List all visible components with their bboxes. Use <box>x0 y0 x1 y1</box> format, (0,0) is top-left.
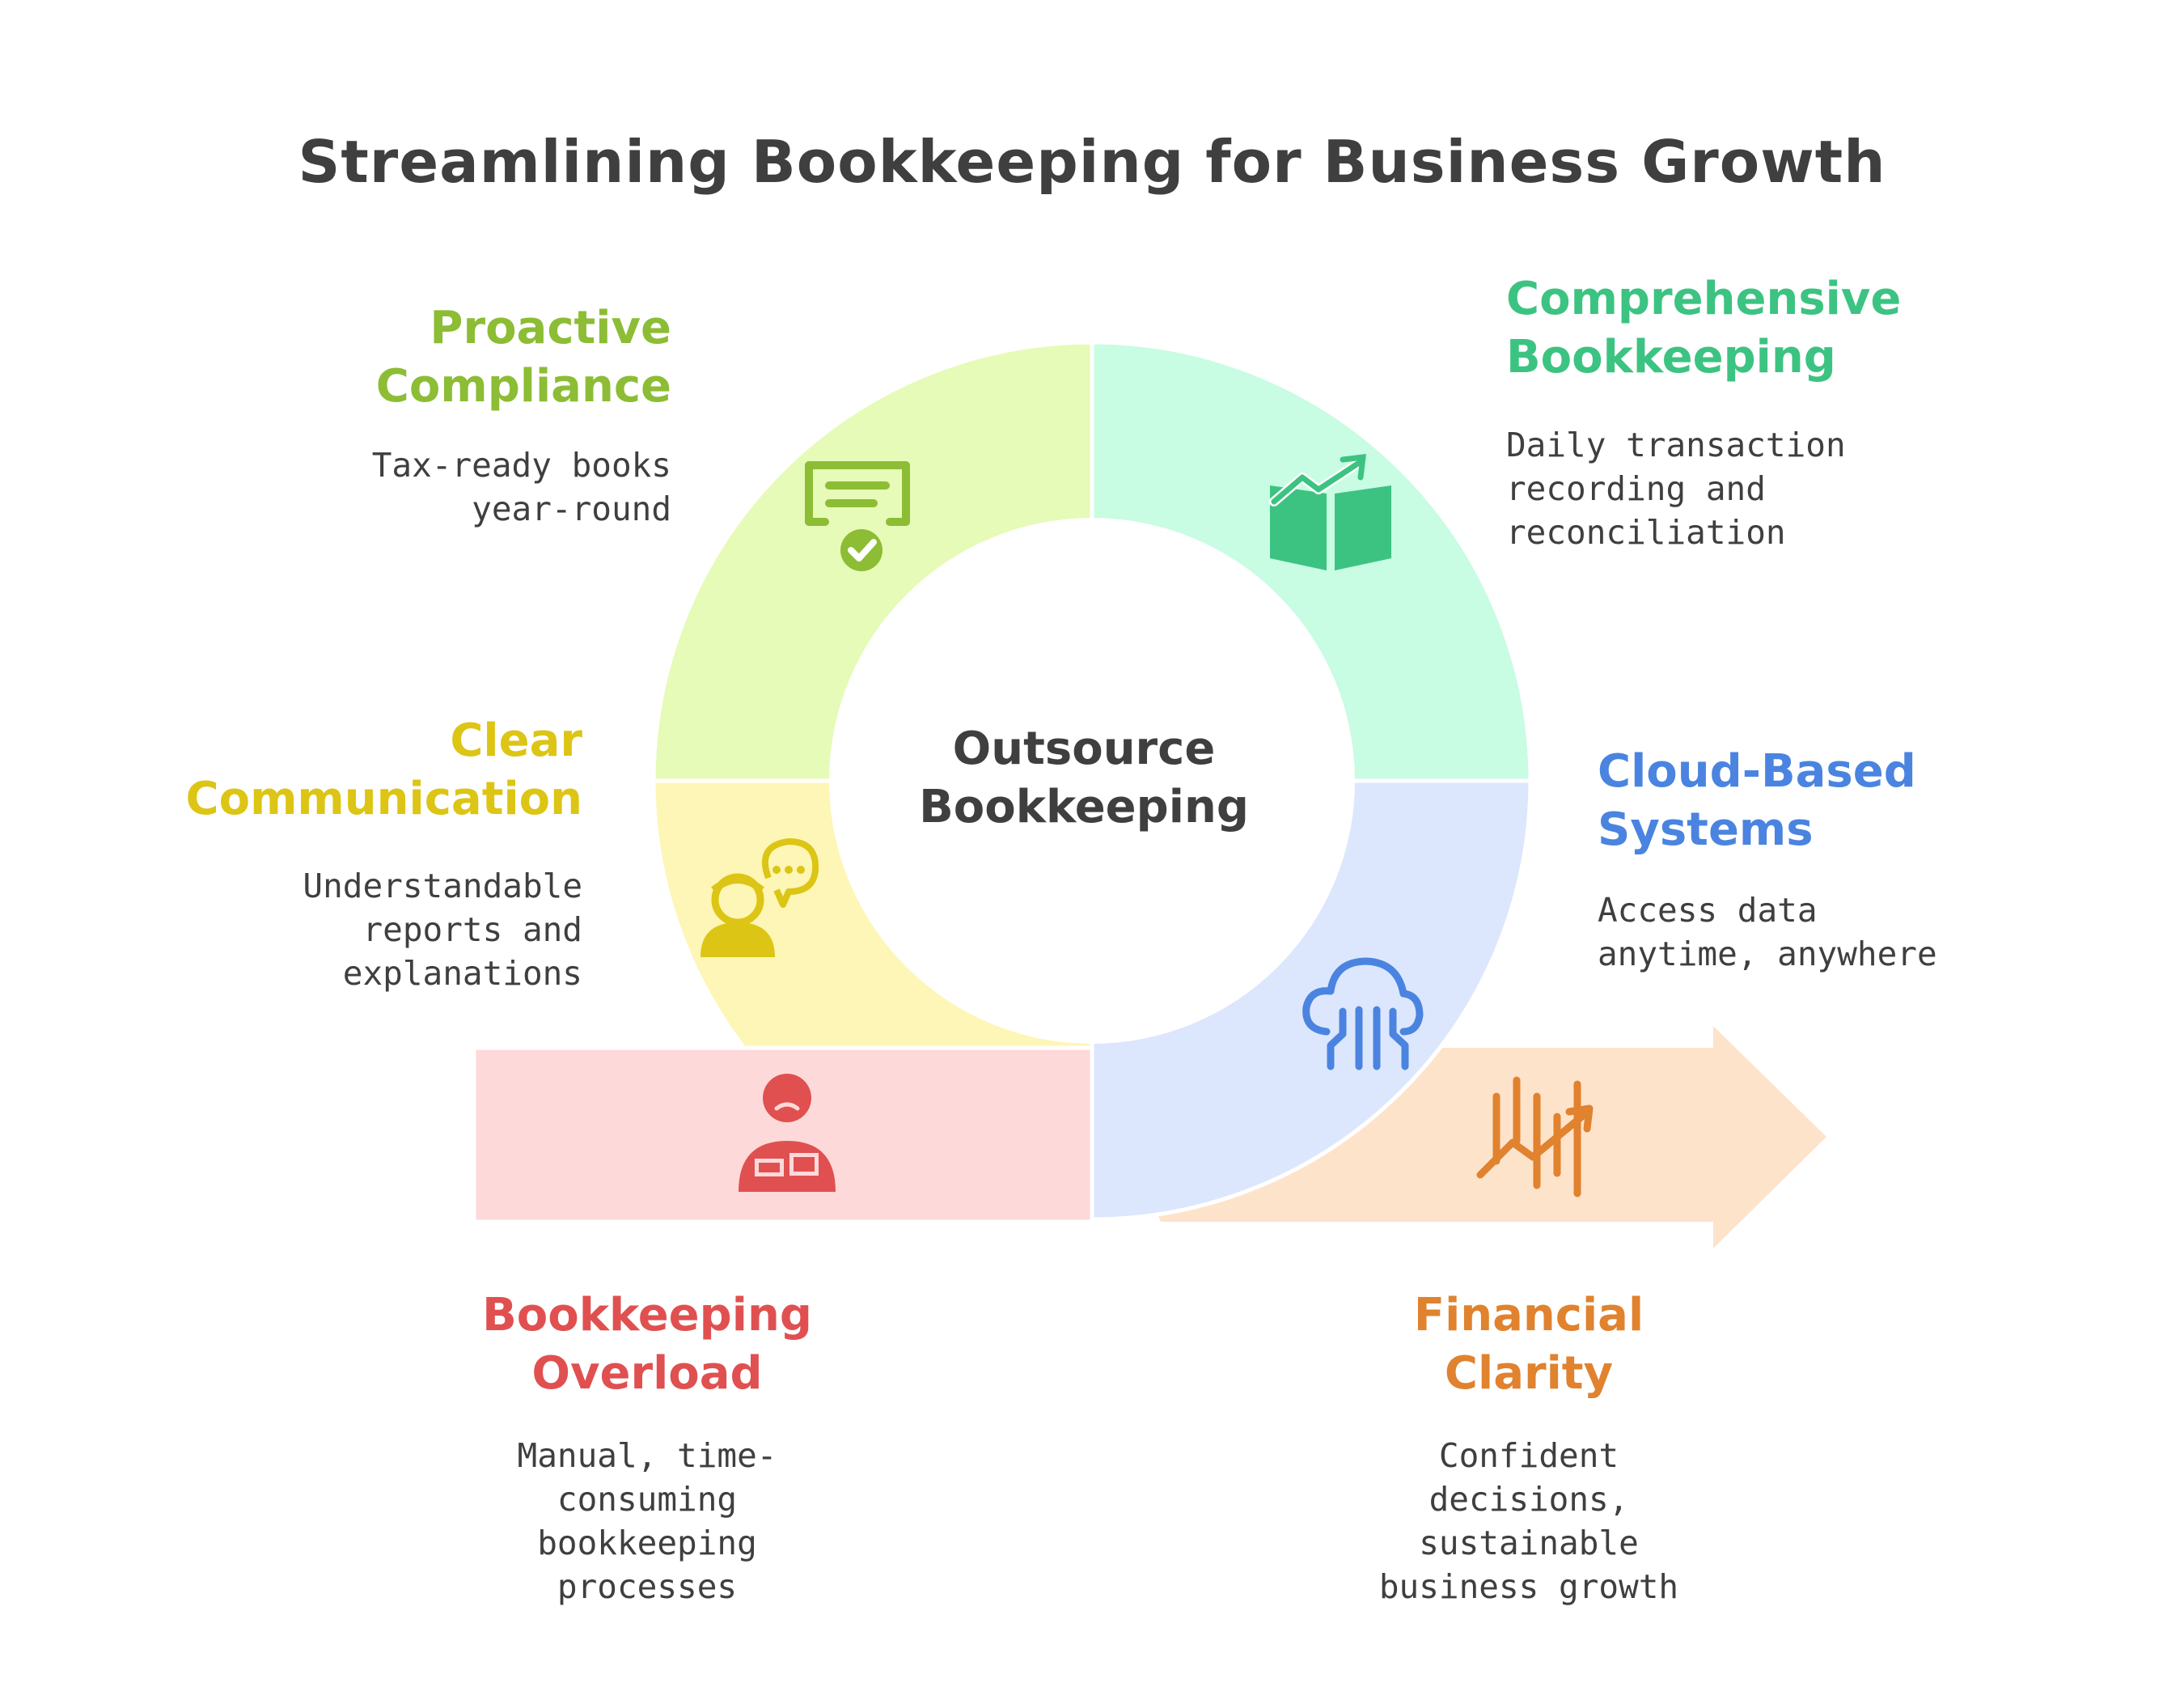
chart-growth-icon <box>1476 1076 1594 1197</box>
proactive-compliance-title: Proactive Compliance <box>375 302 671 413</box>
clear-communication-description: Understandable reports and explanations <box>303 867 582 993</box>
bookkeeping-overload-title: Bookkeeping Overload <box>482 1289 812 1400</box>
proactive-compliance-description: Tax-ready books year-round <box>371 446 671 528</box>
cloud-based-systems-title: Cloud-Based Systems <box>1598 745 1916 856</box>
financial-clarity-title: Financial Clarity <box>1413 1289 1644 1400</box>
bookkeeping-overload-description: Manual, time- consuming bookkeeping proc… <box>517 1436 777 1606</box>
diagram-title: Streamlining Bookkeeping for Business Gr… <box>298 128 1886 196</box>
center-label: Outsource Bookkeeping <box>919 723 1249 833</box>
bookkeeping-overload-band <box>472 1045 1094 1224</box>
cloud-based-systems-description: Access data anytime, anywhere <box>1598 891 1937 973</box>
certificate-check-icon <box>805 461 910 571</box>
comprehensive-bookkeeping-description: Daily transaction recording and reconcil… <box>1506 426 1846 552</box>
financial-clarity-description: Confident decisions, sustainable busines… <box>1378 1436 1679 1606</box>
book-growth-icon <box>1269 453 1391 570</box>
cloud-circuit-icon <box>1302 957 1424 1070</box>
center-hub <box>829 518 1355 1044</box>
stressed-person-icon <box>739 1074 836 1192</box>
comprehensive-bookkeeping-title: Comprehensive Bookkeeping <box>1506 273 1902 384</box>
person-chat-icon <box>700 838 819 957</box>
clear-communication-title: Clear Communication <box>185 714 583 825</box>
